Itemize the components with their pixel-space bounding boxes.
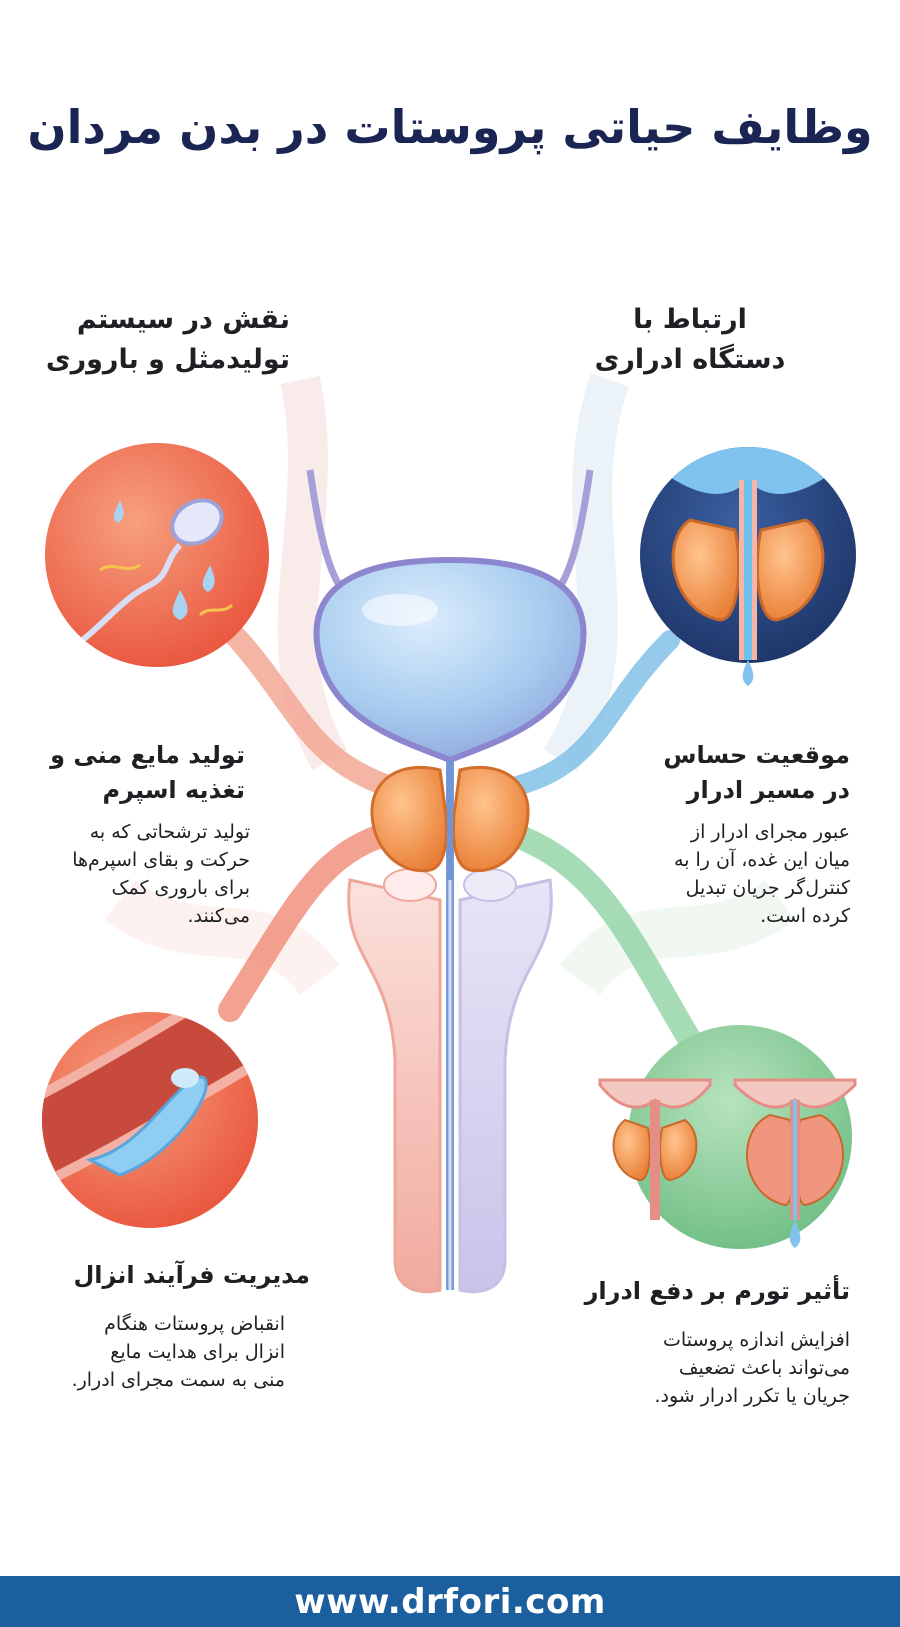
ejaculation-text-line: انزال برای هدایت مایع — [110, 1341, 285, 1363]
urinary-position-title-line1: موقعیت حساس — [663, 741, 850, 769]
bladder — [306, 469, 594, 764]
swelling-effect-text-line: می‌تواند باعث تضعیف — [678, 1357, 850, 1379]
urinary-position-text: عبور مجرای ادرار از میان این غده، آن را … — [600, 818, 850, 930]
urinary-position-title-line2: در مسیر ادرار — [686, 776, 850, 804]
swelling-effect-title: تأثیر تورم بر دفع ادرار — [584, 1277, 850, 1305]
urinary-link-heading-line2: دستگاه ادراری — [594, 344, 786, 375]
background-wisps — [105, 373, 795, 996]
urinary-position-text-line: کرده است. — [760, 905, 850, 927]
semen-production-text-line: می‌کنند. — [187, 905, 250, 927]
swelling-effect-text-line: افزایش اندازه پروستات — [663, 1329, 850, 1351]
ejaculation-text-line: انقباض پروستات هنگام — [104, 1313, 285, 1335]
semen-production-text: تولید ترشحاتی که به حرکت و بقای اسپرم‌ها… — [20, 818, 250, 930]
urinary-position-text-line: عبور مجرای ادرار از — [690, 821, 850, 843]
ejaculation-flow-icon — [42, 1012, 258, 1228]
reproductive-role-heading-line1: نقش در سیستم — [76, 304, 290, 335]
semen-production-text-line: حرکت و بقای اسپرم‌ها — [72, 849, 250, 871]
urinary-position-title: موقعیت حساس در مسیر ادرار — [600, 738, 850, 808]
urinary-position-text-line: کنترل‌گر جریان تبدیل — [685, 877, 850, 899]
ejaculation-title: مدیریت فرآیند انزال — [73, 1261, 310, 1289]
prostate-comparison-icon — [598, 1025, 857, 1249]
urinary-link-heading: ارتباط با دستگاه ادراری — [560, 300, 820, 380]
semen-production-text-line: برای باروری کمک — [111, 877, 250, 899]
urinary-link-heading-line1: ارتباط با — [633, 304, 747, 335]
semen-production-title-line2: تغذیه اسپرم — [102, 776, 246, 804]
website-link[interactable]: www.drfori.com — [294, 1581, 606, 1622]
semen-production-title-line1: تولید مایع منی و — [50, 741, 245, 769]
urinary-position-text-line: میان این غده، آن را به — [673, 849, 850, 871]
swelling-effect-text-line: جریان یا تکرر ادرار شود. — [654, 1385, 850, 1407]
page-title: وظایف حیاتی پروستات در بدن مردان — [27, 100, 873, 154]
sperm-icon — [45, 443, 269, 667]
reproductive-role-heading: نقش در سیستم تولیدمثل و باروری — [20, 300, 290, 380]
ejaculation-text: انقباض پروستات هنگام انزال برای هدایت ما… — [20, 1310, 285, 1394]
semen-production-text-line: تولید ترشحاتی که به — [89, 821, 250, 843]
semen-production-title: تولید مایع منی و تغذیه اسپرم — [20, 738, 245, 808]
swelling-effect-text: افزایش اندازه پروستات می‌تواند باعث تضعی… — [570, 1326, 850, 1410]
connector-ribbons — [209, 609, 702, 1052]
ejaculation-text-line: منی به سمت مجرای ادرار. — [71, 1369, 285, 1391]
footer-bar: www.drfori.com — [0, 1576, 900, 1627]
enlarged-prostate-icon — [733, 1078, 857, 1220]
reproductive-role-heading-line2: تولیدمثل و باروری — [45, 344, 290, 375]
normal-prostate-icon — [598, 1078, 712, 1220]
prostate-gland — [370, 760, 530, 880]
